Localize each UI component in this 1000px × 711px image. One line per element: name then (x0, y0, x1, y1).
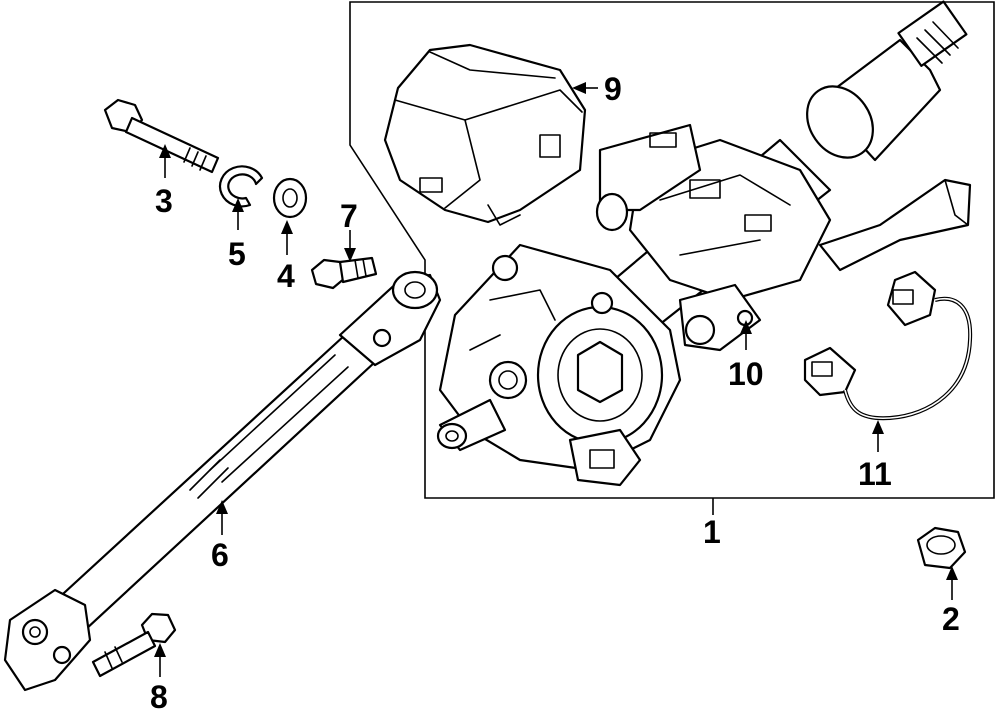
callout-10: 10 (728, 356, 764, 392)
part-6-intermediate-shaft (3, 270, 442, 692)
callout-3: 3 (155, 183, 173, 219)
callout-1: 1 (703, 514, 721, 550)
part-4-washer (272, 177, 308, 219)
callout-2: 2 (942, 601, 960, 637)
part-5-clip (218, 165, 264, 208)
callout-11: 11 (858, 456, 892, 492)
part-7-bolt (310, 256, 378, 290)
callout-9: 9 (604, 71, 622, 107)
callout-leaders (154, 82, 958, 677)
callout-6: 6 (211, 537, 229, 573)
part-2-nut (916, 526, 967, 570)
part-1-steering-column (436, 0, 972, 487)
assembly-boundary-frame (349, 1, 995, 499)
callout-8: 8 (150, 679, 168, 711)
callout-5: 5 (228, 236, 246, 272)
part-3-bolt (103, 98, 220, 174)
callout-4: 4 (277, 258, 295, 294)
part-8-bolt (91, 612, 177, 678)
callout-7: 7 (340, 198, 358, 234)
part-11-wire-harness (803, 270, 973, 421)
part-9-control-module (383, 43, 587, 226)
